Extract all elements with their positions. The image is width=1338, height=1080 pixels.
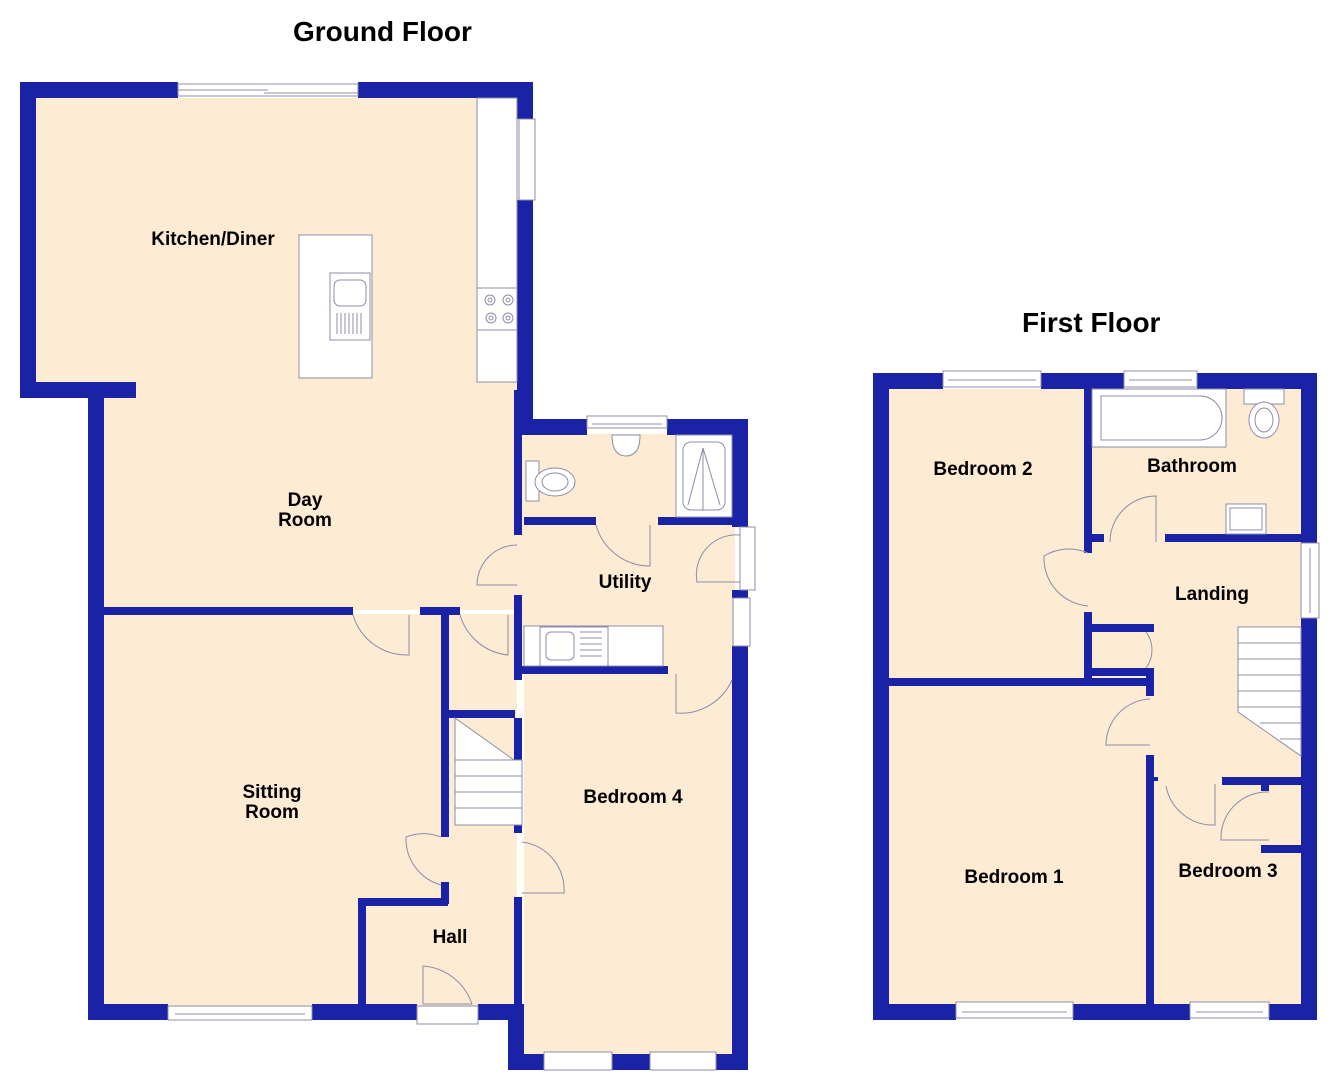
utility-sink-icon bbox=[545, 631, 575, 661]
ground-floor-title: Ground Floor bbox=[293, 16, 472, 47]
first-floor-walls bbox=[873, 373, 1317, 1020]
hob-icon bbox=[476, 287, 518, 331]
room-label-day-room-line2: Room bbox=[278, 510, 332, 531]
ground-floor-windows bbox=[167, 83, 756, 1071]
kitchen-worktop bbox=[476, 97, 518, 383]
room-label-sitting-room: Sitting Room bbox=[242, 783, 301, 823]
room-label-utility: Utility bbox=[598, 572, 652, 593]
ground-floor-fixtures bbox=[298, 97, 733, 826]
ground-floor-plan bbox=[20, 82, 756, 1071]
first-floor-title: First Floor bbox=[1022, 307, 1161, 338]
first-floor-fixtures bbox=[1091, 388, 1302, 757]
room-label-day-room-line1: Day bbox=[287, 490, 323, 511]
room-label-bedroom-2: Bedroom 2 bbox=[933, 459, 1033, 480]
room-label-landing: Landing bbox=[1175, 584, 1249, 605]
room-label-day-room: Day Room bbox=[278, 491, 332, 531]
first-floor-windows bbox=[942, 370, 1320, 1019]
ground-floor-doors bbox=[352, 524, 741, 1005]
room-label-sitting-room-line1: Sitting bbox=[242, 782, 302, 803]
room-label-bedroom-4: Bedroom 4 bbox=[583, 787, 683, 808]
room-label-sitting-room-line2: Room bbox=[245, 802, 299, 823]
room-label-bathroom: Bathroom bbox=[1147, 456, 1237, 477]
basin-icon bbox=[611, 434, 641, 457]
room-label-bedroom-3: Bedroom 3 bbox=[1178, 861, 1278, 882]
first-floor-fill bbox=[889, 389, 1301, 1005]
room-label-kitchen-diner: Kitchen/Diner bbox=[151, 229, 275, 250]
first-floor-plan bbox=[873, 370, 1320, 1020]
room-label-hall: Hall bbox=[432, 927, 468, 948]
ground-floor-walls bbox=[20, 82, 748, 1070]
first-floor-doors bbox=[1043, 495, 1270, 841]
room-label-bedroom-1: Bedroom 1 bbox=[964, 867, 1064, 888]
